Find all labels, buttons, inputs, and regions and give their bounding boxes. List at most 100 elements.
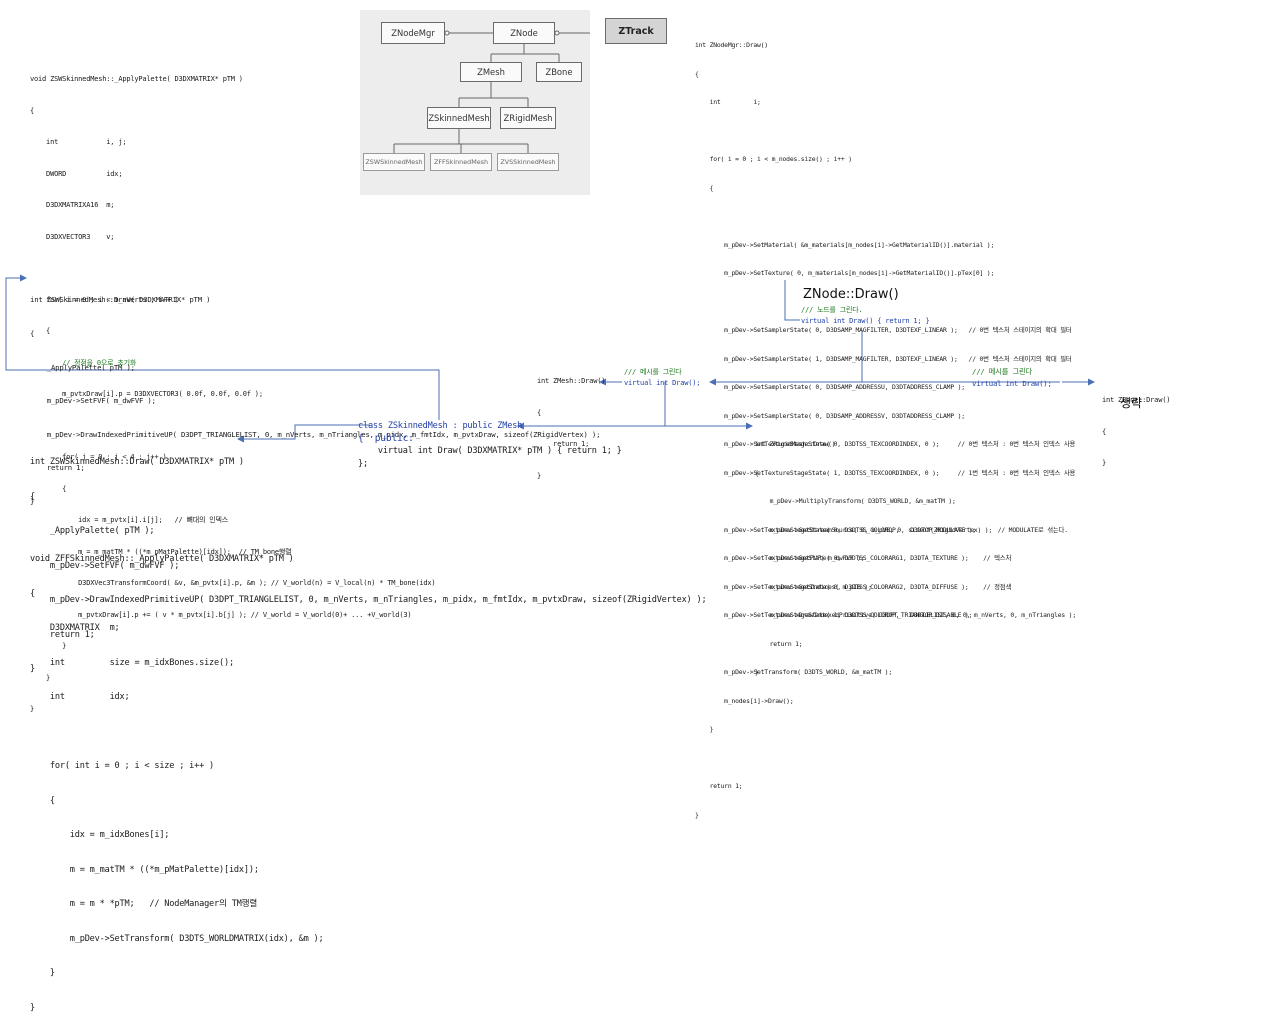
znode-draw-title: ZNode::Draw(): [803, 287, 899, 302]
code-line: m_pDev->SetSamplerState( 1, D3DSAMP_MAGF…: [695, 354, 1072, 363]
uml-node-zbone: ZBone: [536, 62, 582, 82]
zmesh-comment: /// 메시를 그린다: [624, 368, 682, 376]
code-line: ​: [30, 727, 323, 739]
code-line: m_pDev->SetFVF( m_dwFVF );: [755, 554, 865, 562]
code-line: }: [1102, 459, 1107, 467]
code-line: {: [30, 588, 35, 599]
uml-node-zmesh: ZMesh: [460, 62, 522, 82]
code-line: }: [30, 705, 35, 713]
znode-decl: virtual int Draw() { return 1; }: [801, 317, 930, 325]
code-line: m_pDev->SetTextureStageState( 1, D3DTSS_…: [695, 468, 1076, 477]
code-line: m_pDev->SetTextureStageState( 0, D3DTSS_…: [695, 525, 1068, 534]
code-line: for( j = 0 ; j < 4 ; j++ ): [30, 453, 167, 461]
code-line: _ApplyPalette( pTM );: [30, 362, 135, 372]
code-line: int ZBone::Draw(): [1102, 396, 1171, 404]
code-line: {: [30, 491, 35, 502]
code-line: void ZFFSkinnedMesh::_ApplyPalette( D3DX…: [30, 554, 294, 564]
code-line: {: [30, 327, 51, 335]
code-line: m_pDev->DrawIndexedPrimitive( D3DPT_TRIA…: [755, 611, 1077, 619]
code-line: ​: [695, 212, 1075, 222]
code-zbone-draw: int ZBone::Draw() { }: [1102, 374, 1170, 479]
code-line: m_pDev->SetTextureStageState( 0, D3DTSS_…: [695, 582, 1012, 591]
uml-node-zskinnedmesh: ZSkinnedMesh: [427, 107, 491, 129]
code-line: m_pDev->SetTransform( D3DTS_WORLDMATRIX(…: [30, 933, 324, 944]
code-line: m_pvtxDraw[i].p += ( v * m_pvtx[i].b[j] …: [30, 610, 412, 619]
code-line: void ZSWSkinnedMesh::_ApplyPalette( D3DX…: [30, 75, 243, 83]
code-line: m = m_matTM * ((*m_pMatPalette)[idx]);: [30, 864, 259, 875]
right-decl-comment: /// 메시를 그린다: [972, 367, 1033, 376]
right-decl: virtual int Draw();: [972, 379, 1052, 388]
code-line: for( i = 0 ; i < m_nVerts ; i++ ): [30, 295, 179, 304]
code-line: m_pDev->SetTextureStageState( 0, D3DTSS_…: [695, 440, 1076, 448]
code-line: m_pDev->SetTexture( 0, m_materials[m_nod…: [695, 269, 995, 277]
code-line: }: [695, 810, 699, 819]
code-line: m_pDev->DrawIndexedPrimitiveUP( D3DPT_TR…: [30, 595, 707, 605]
code-line: {: [30, 329, 35, 339]
code-line: int size = m_idxBones.size();: [30, 657, 234, 668]
code-line: ​: [30, 421, 435, 432]
code-line: idx = m_pvtx[i].i[j]; // 뼈대의 인덱스: [30, 516, 229, 524]
code-line: int i;: [695, 98, 761, 106]
code-line: return 1;: [755, 639, 803, 648]
code-line: }: [30, 664, 35, 674]
code-line: D3DXMATRIX m;: [30, 623, 120, 633]
code-line: return 1;: [30, 463, 85, 473]
code-line: }: [695, 725, 714, 733]
code-line: int ZSWSkinnedMesh::Draw( D3DXMATRIX* pT…: [30, 457, 244, 467]
code-line: {: [695, 183, 714, 192]
code-line: {: [30, 795, 55, 806]
code-line: return 1;: [30, 629, 95, 640]
code-line: m_pDev->SetSamplerState( 0, D3DSAMP_MAGF…: [695, 326, 1072, 334]
code-line: int ZRigidMesh::Draw(): [755, 440, 836, 448]
code-line: ​: [695, 640, 1075, 650]
code-line: m_pDev->DrawIndexedPrimitiveUP( D3DPT_TR…: [30, 429, 601, 439]
code-line: m_nodes[i]->Draw();: [695, 696, 794, 705]
code-line: m_pvtxDraw[i].p = D3DXVECTOR3( 0.0f, 0.0…: [30, 390, 263, 398]
code-line: {: [755, 468, 759, 477]
code-sw-apply-palette: void ZSWSkinnedMesh::_ApplyPalette( D3DX…: [30, 53, 436, 725]
uml-node-zrigidmesh: ZRigidMesh: [500, 107, 556, 129]
code-line: m_pDev->SetIndices( m_pIB );: [755, 582, 872, 591]
code-comment: // 정점을 0으로 초기화: [30, 358, 137, 367]
code-line: idx = m_idxBones[i];: [30, 830, 170, 840]
code-line: ​: [695, 298, 1075, 308]
code-line: D3DXVECTOR3 v;: [30, 232, 115, 241]
class-diagram: ZNodeMgr ZNode ZTrack ZMesh ZBone ZSkinn…: [360, 10, 667, 195]
code-rigid-draw: int ZRigidMesh::Draw() { m_pDev->Multipl…: [755, 421, 1076, 687]
code-line: _ApplyPalette( pTM );: [30, 526, 155, 536]
code-line: }: [30, 497, 35, 507]
uml-connectors: [393, 30, 590, 153]
code-line: ​: [695, 754, 1075, 764]
uml-node-zswskinnedmesh: ZSWSkinnedMesh: [363, 153, 425, 171]
code-line: }: [537, 471, 542, 480]
uml-node-ztrack: ZTrack: [605, 18, 667, 44]
code-line: D3DXVec3TransformCoord( &v, &m_pvtx[i].p…: [30, 579, 436, 587]
code-line: m = m_matTM * ((*m_pMatPalette)[idx]); /…: [30, 547, 292, 556]
skinned-class-line3: virtual int Draw( D3DXMATRIX* pTM ) { re…: [358, 446, 622, 456]
code-line: for( i = 0 ; i < m_nodes.size() ; i++ ): [695, 155, 852, 163]
skinned-class-line2: { public:: [358, 433, 414, 444]
code-line: {: [30, 106, 35, 115]
code-line: return 1;: [537, 440, 590, 448]
uml-node-zvsskinnedmesh: ZVSSkinnedMesh: [497, 153, 559, 171]
code-line: m_pDev->SetTextureStageState( 0, D3DTSS_…: [695, 554, 1012, 562]
code-line: m_pDev->SetMaterial( &m_materials[m_node…: [695, 240, 995, 249]
zmesh-decl: virtual int Draw();: [624, 379, 701, 387]
code-line: m_pDev->MultiplyTransform( D3DTS_WORLD, …: [755, 497, 956, 505]
code-line: int ZSWSkinnedMesh::Draw( D3DXMATRIX* pT…: [30, 295, 211, 305]
code-nodemgr-draw: int ZNodeMgr::Draw() { int i; ​ for( i =…: [695, 22, 1075, 830]
code-line: m_pDev->SetTransform( D3DTS_WORLD, &m_ma…: [695, 668, 892, 676]
code-line: for( int i = 0 ; i < size ; i++ ): [30, 761, 215, 771]
code-line: D3DXMATRIXA16 m;: [30, 201, 115, 209]
code-line: m_pDev->SetFVF( m_dwFVF );: [30, 560, 180, 571]
code-line: m_pDev->SetTextureStageState( 1, D3DTSS_…: [695, 611, 973, 619]
code-line: ​: [695, 127, 1075, 137]
code-line: m_pDev->SetStreamSource( 0, m_pVB, 0, si…: [755, 525, 993, 534]
code-line: {: [695, 69, 699, 78]
flow-arrows: [5, 274, 1095, 443]
code-line: {: [1102, 427, 1107, 436]
code-line: int ZNodeMgr::Draw(): [695, 41, 768, 49]
zbone-omitted-note: 생략: [1120, 396, 1143, 410]
code-line: }: [30, 642, 67, 650]
code-line: }: [30, 968, 55, 978]
